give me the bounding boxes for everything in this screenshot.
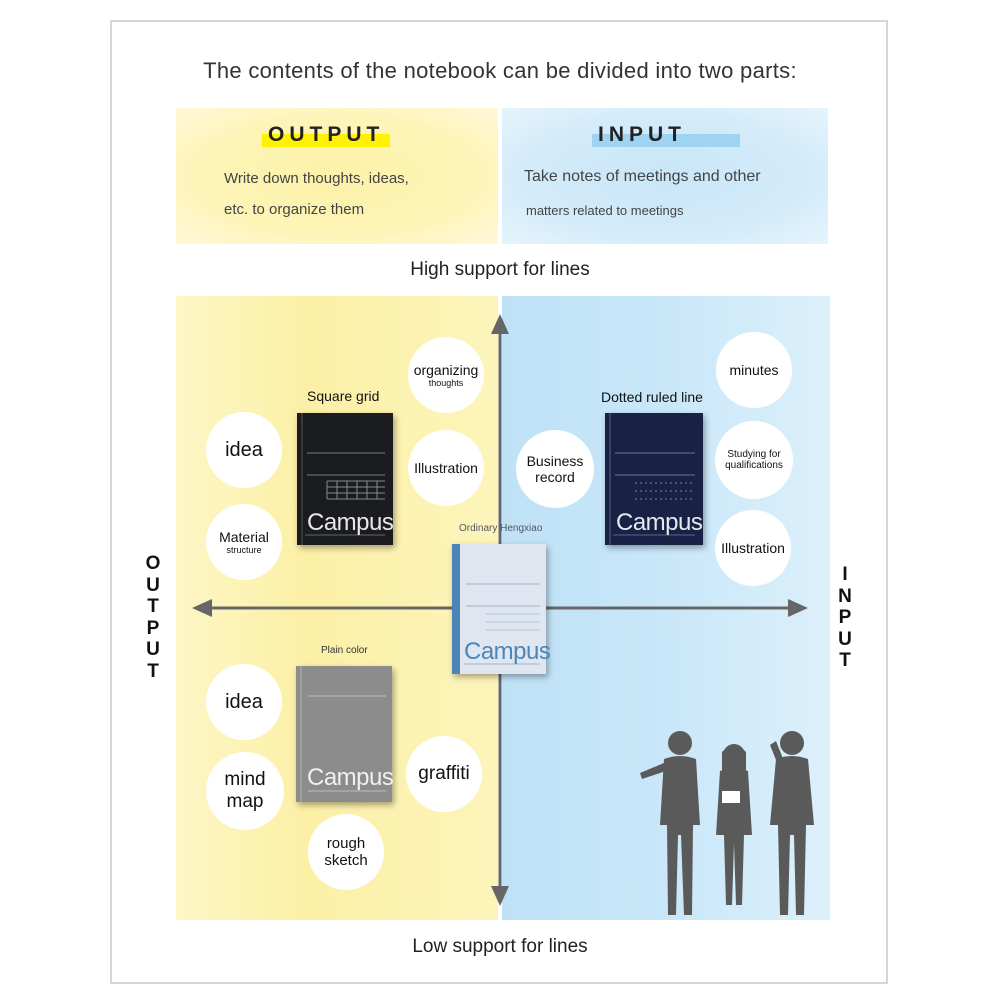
grid-pattern xyxy=(301,413,385,545)
bubble-text: Studying for xyxy=(727,448,781,460)
input-text-line2: matters related to meetings xyxy=(526,203,684,218)
bubble-organizing-thoughts: organizing thoughts xyxy=(408,337,484,413)
arrow-right-icon xyxy=(788,599,808,617)
campus-logo: Campus xyxy=(307,764,394,791)
bubble-text: Illustration xyxy=(721,539,785,556)
dotted-ruled-label: Dotted ruled line xyxy=(601,389,703,405)
output-tag: OUTPUT xyxy=(262,123,391,147)
bubble-text: record xyxy=(535,469,575,485)
bubble-text: idea xyxy=(225,438,263,461)
bubble-idea-bottom: idea xyxy=(206,664,282,740)
axis-letter: N xyxy=(838,585,852,607)
bubble-illustration-left: Illustration xyxy=(408,430,484,506)
binding-strip xyxy=(452,544,460,674)
bubble-text: sketch xyxy=(324,852,368,869)
bubble-text: rough xyxy=(326,834,366,852)
axis-letter: T xyxy=(839,650,851,671)
input-tag: INPUT xyxy=(592,123,740,147)
input-text-line1: Take notes of meetings and other xyxy=(524,168,761,185)
axis-letter: U xyxy=(146,639,160,660)
axis-letter: U xyxy=(146,574,160,596)
square-grid-notebook: Campus xyxy=(297,413,394,545)
axis-letter: T xyxy=(147,660,159,682)
ruled-pattern xyxy=(464,583,540,665)
business-people-silhouette xyxy=(640,731,814,915)
bubble-text: idea xyxy=(225,690,263,713)
plain-pattern xyxy=(300,666,386,802)
person-silhouette xyxy=(770,731,814,915)
axis-letter: O xyxy=(145,553,161,574)
page-title: The contents of the notebook can be divi… xyxy=(203,58,797,83)
dotted-pattern xyxy=(609,413,695,545)
square-grid-label: Square grid xyxy=(307,388,380,404)
axis-letter: U xyxy=(838,628,852,650)
axis-letter: P xyxy=(838,607,852,628)
axis-letter: P xyxy=(146,617,160,639)
output-text-line2: etc. to organize them xyxy=(224,201,365,218)
bubble-graffiti: graffiti xyxy=(406,736,482,812)
output-text-line1: Write down thoughts, ideas, xyxy=(224,170,409,187)
bubble-subtext: structure xyxy=(226,544,262,555)
bubble-text: Illustration xyxy=(414,459,478,476)
person-silhouette xyxy=(716,744,752,905)
bubble-rough-sketch: rough sketch xyxy=(308,814,384,890)
campus-logo: Campus xyxy=(616,509,703,536)
ordinary-label: Ordinary Hengxiao xyxy=(459,523,543,534)
plain-color-notebook: Campus xyxy=(296,666,394,802)
bubble-text: minutes xyxy=(729,361,779,378)
bubble-illustration-right: Illustration xyxy=(715,510,791,586)
bubble-idea-top: idea xyxy=(206,412,282,488)
bubble-text: Business xyxy=(526,452,584,469)
high-support-label: High support for lines xyxy=(410,259,590,280)
bubble-subtext: thoughts xyxy=(428,377,464,388)
arrow-down-icon xyxy=(491,886,509,906)
arrow-up-icon xyxy=(491,314,509,334)
output-axis-label: O U T P U T xyxy=(143,553,163,682)
dotted-ruled-notebook: Campus xyxy=(605,413,703,545)
plain-color-label: Plain color xyxy=(321,645,368,656)
bubble-studying-qualifications: Studying for qualifications xyxy=(715,421,793,499)
ordinary-notebook: Campus xyxy=(452,544,551,674)
bubble-text: qualifications xyxy=(725,460,783,471)
person-silhouette xyxy=(640,731,700,915)
bubble-business-record: Business record xyxy=(516,430,594,508)
arrow-left-icon xyxy=(192,599,212,617)
bubble-material-structure: Material structure xyxy=(206,504,282,580)
axis-letter: T xyxy=(147,596,159,617)
bubble-text: organizing xyxy=(413,361,479,378)
bubble-mind-map: mind map xyxy=(206,752,284,830)
bubble-text: Material xyxy=(219,528,269,545)
bubble-text: mind xyxy=(224,769,266,791)
campus-logo: Campus xyxy=(464,638,551,665)
campus-logo: Campus xyxy=(307,509,394,536)
bubble-text: graffiti xyxy=(418,763,470,785)
bubble-text: map xyxy=(226,791,264,812)
bubble-minutes: minutes xyxy=(716,332,792,408)
input-axis-label: I N P U T xyxy=(835,564,855,672)
low-support-label: Low support for lines xyxy=(412,936,588,957)
axis-letter: I xyxy=(842,564,848,585)
